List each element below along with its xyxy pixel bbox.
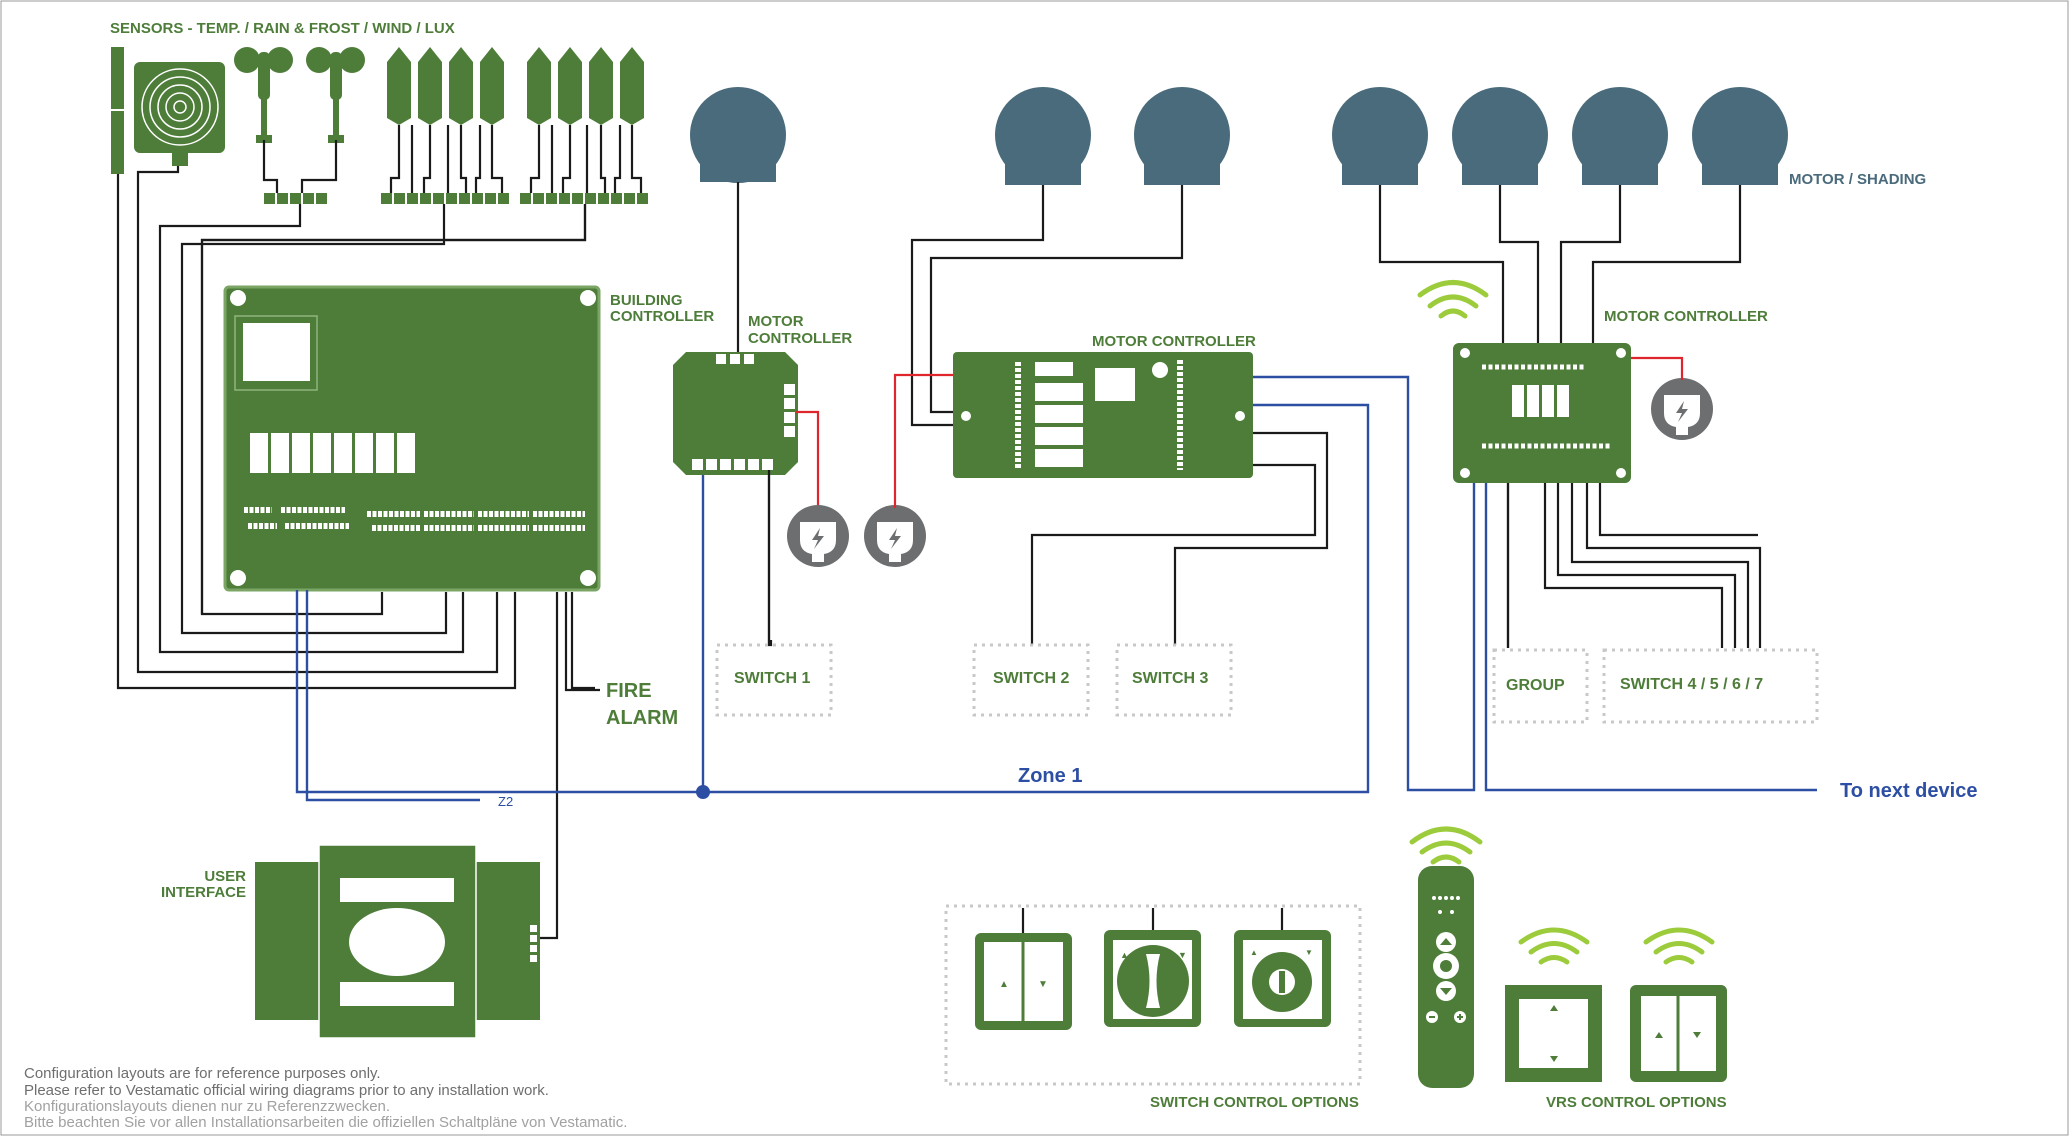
sensors-label: SENSORS - TEMP. / RAIN & FROST / WIND / … (110, 20, 455, 37)
svg-text:CONTROLLER: CONTROLLER (610, 308, 714, 325)
group-label: GROUP (1506, 677, 1565, 694)
user-interface: USER INTERFACE (161, 844, 540, 1039)
remote-control-icon (1418, 866, 1474, 1088)
switch1-label: SWITCH 1 (734, 670, 811, 687)
motor-wiring (736, 182, 1742, 427)
bus-junction (696, 785, 710, 799)
switch3-box (1115, 643, 1233, 717)
svg-text:▼: ▼ (1178, 950, 1187, 960)
rotary-switch-icon: ▲ ▼ (1104, 930, 1201, 1027)
motor-shading-label: MOTOR / SHADING (1789, 171, 1926, 188)
switch1-box (715, 643, 833, 717)
svg-text:▲: ▲ (1120, 950, 1129, 960)
building-controller-label: BUILDING (610, 292, 683, 309)
switch-control-options-label: SWITCH CONTROL OPTIONS (1150, 1094, 1359, 1111)
group-box (1492, 648, 1589, 724)
svg-text:▲: ▲ (999, 979, 1009, 990)
motor-controller-mid-label: MOTOR CONTROLLER (1092, 333, 1256, 350)
zone1-label: Zone 1 (1018, 765, 1082, 787)
wifi-icon (1409, 826, 1483, 865)
wifi-icon (1518, 927, 1715, 965)
svg-text:ALARM: ALARM (606, 707, 678, 729)
lux-sensor-icon (387, 47, 504, 125)
vrs-double-switch-icon (1630, 985, 1727, 1082)
user-interface-label: USER (204, 868, 246, 885)
vrs-control-options-label: VRS CONTROL OPTIONS (1546, 1094, 1727, 1111)
motor-controller-mid: MOTOR CONTROLLER (953, 333, 1256, 478)
disclaimer-de-1: Konfigurationslayouts dienen nur zu Refe… (24, 1098, 390, 1115)
motor-icon (690, 87, 1788, 185)
motor-controller-right: MOTOR CONTROLLER (1453, 308, 1768, 483)
power-plug-icon (787, 505, 849, 567)
rocker-switch-icon: ▲ ▼ (975, 933, 1072, 1030)
svg-text:▼: ▼ (1038, 979, 1048, 990)
power-plug-icon (1651, 378, 1713, 440)
disclaimer-de-2: Bitte beachten Sie vor allen Installatio… (24, 1114, 627, 1131)
wifi-icon (1417, 280, 1489, 319)
to-next-device-label: To next device (1840, 780, 1977, 802)
rain-sensor-icon (134, 62, 225, 166)
zone-bus (295, 375, 1817, 802)
z2-label: Z2 (498, 794, 513, 809)
svg-text:▼: ▼ (1305, 948, 1313, 957)
sensors-group: SENSORS - TEMP. / RAIN & FROST / WIND / … (110, 20, 648, 204)
key-switch-icon: ▲ ▼ (1234, 930, 1331, 1027)
vrs-single-switch-icon (1505, 985, 1602, 1082)
disclaimer-en-1: Configuration layouts are for reference … (24, 1065, 381, 1082)
sensor-wiring (116, 125, 643, 940)
switch3-label: SWITCH 3 (1132, 670, 1209, 687)
lux-sensor-icon (527, 47, 644, 125)
switch4567-label: SWITCH 4 / 5 / 6 / 7 (1620, 676, 1763, 693)
wind-sensor-icon (234, 47, 365, 143)
disclaimer: Configuration layouts are for reference … (24, 1065, 627, 1131)
motor-controller-small-label: MOTOR (748, 313, 804, 330)
switch4567-box (1602, 648, 1819, 724)
power-plug-icon (864, 505, 926, 567)
svg-text:INTERFACE: INTERFACE (161, 884, 246, 901)
disclaimer-en-2: Please refer to Vestamatic official wiri… (24, 1082, 549, 1099)
switch2-label: SWITCH 2 (993, 670, 1070, 687)
svg-text:▲: ▲ (1250, 948, 1258, 957)
motor-controller-small: MOTOR CONTROLLER (673, 313, 852, 475)
fire-alarm-label: FIRE (606, 680, 652, 702)
building-controller: BUILDING CONTROLLER (223, 285, 714, 592)
svg-text:CONTROLLER: CONTROLLER (748, 330, 852, 347)
switch2-box (972, 643, 1090, 717)
motor-controller-right-label: MOTOR CONTROLLER (1604, 308, 1768, 325)
